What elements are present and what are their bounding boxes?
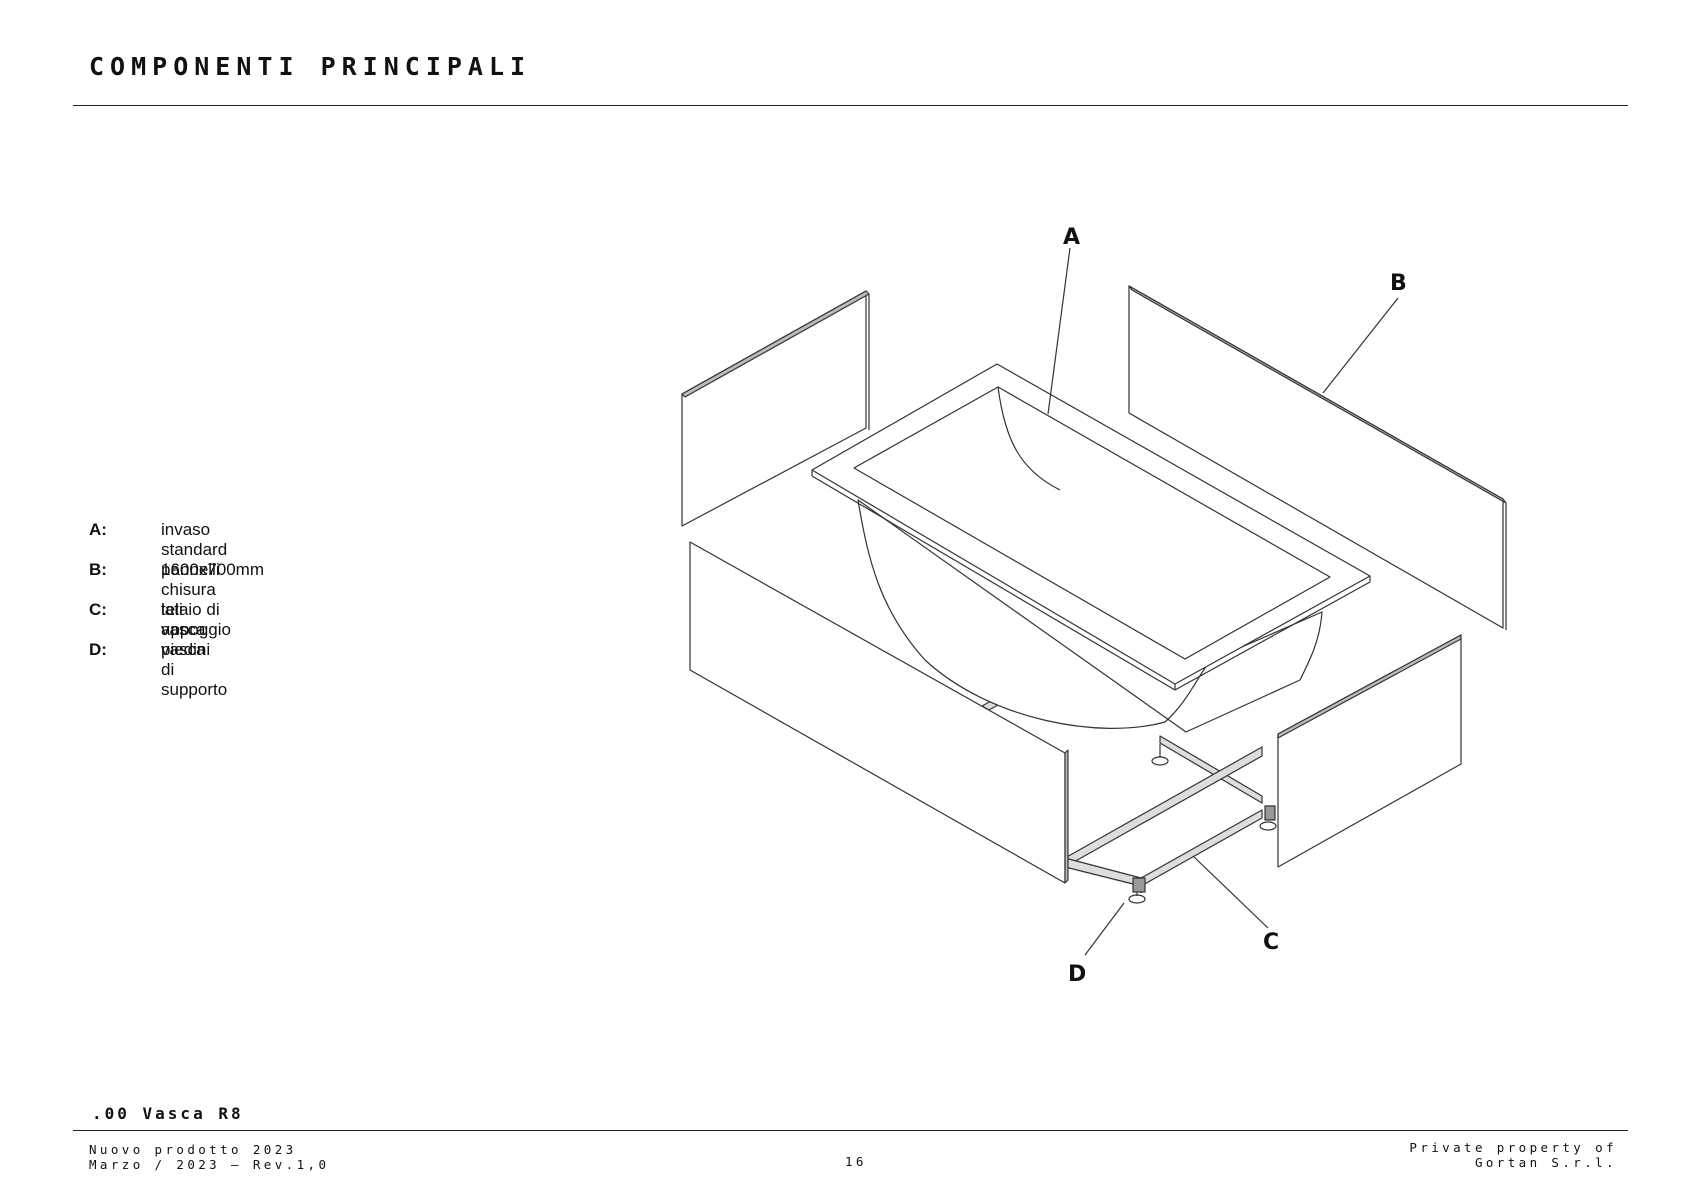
footer-revision-line: Marzo / 2023 – Rev.1,0 (89, 1157, 330, 1172)
footer-product-line: Nuovo prodotto 2023 (89, 1142, 297, 1157)
support-frame (981, 671, 1263, 893)
legend-text: pannelli chisura lati vasca (161, 560, 220, 639)
footer-company-line: Gortan S.r.l. (1474, 1155, 1617, 1170)
leader-line-a (1047, 247, 1071, 415)
legend-key: C: (89, 600, 107, 619)
footer-divider (73, 1130, 1628, 1131)
legend-text: telaio di appoggio vasca (161, 600, 231, 659)
product-name: .00 Vasca R8 (92, 1104, 244, 1123)
callout-a: A (1063, 225, 1080, 250)
foot (1259, 805, 1277, 831)
panel-front-left (689, 541, 1069, 884)
leader-line-d (1084, 902, 1125, 956)
panel-back-left (681, 290, 870, 527)
page-title: COMPONENTI PRINCIPALI (89, 52, 532, 81)
foot (1151, 744, 1169, 766)
legend-text: invaso standard 1600x700mm (161, 520, 265, 579)
page-number: 16 (845, 1154, 867, 1169)
legend-key: D: (89, 640, 107, 659)
legend-key: B: (89, 560, 107, 579)
header-divider (73, 105, 1628, 106)
footer-revision-info: Nuovo prodotto 2023 Marzo / 2023 – Rev.1… (89, 1142, 329, 1172)
leader-line-c (1192, 855, 1269, 929)
footer-ownership-line: Private property of (1409, 1140, 1617, 1155)
panel-front-right (1277, 634, 1462, 868)
panel-back-right (1128, 285, 1507, 630)
footer-ownership: Private property of Gortan S.r.l. (1409, 1140, 1617, 1170)
bathtub-shell (811, 363, 1371, 733)
foot (1128, 877, 1146, 904)
legend-text: piedini di supporto (161, 640, 228, 699)
callout-c: C (1263, 930, 1279, 955)
callout-d: D (1068, 962, 1086, 987)
callout-b: B (1390, 271, 1407, 296)
leader-line-b (1322, 297, 1399, 394)
legend-key: A: (89, 520, 107, 539)
